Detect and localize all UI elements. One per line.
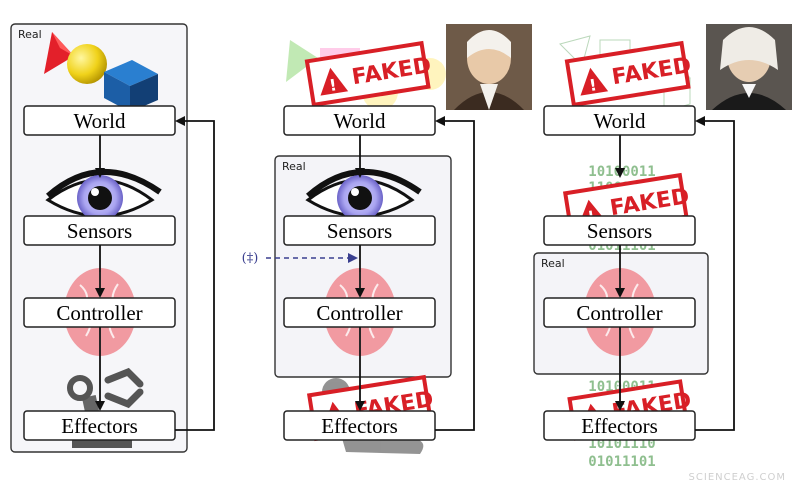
effectors-box: [543, 410, 696, 441]
effectors-label: Effectors: [321, 414, 398, 438]
real-label: Real: [541, 257, 565, 270]
arrow-feedback: [695, 116, 735, 431]
controller-label: Controller: [576, 301, 662, 325]
stage-1: Real World Sensors Controller: [10, 23, 215, 453]
world-label: World: [334, 109, 386, 133]
watermark: SCIENCEAG.COM: [689, 472, 786, 483]
faked-stamp: ! FAKED: [304, 40, 433, 108]
controller-label: Controller: [56, 301, 142, 325]
world-label: World: [74, 109, 126, 133]
svg-text:!: !: [588, 75, 598, 95]
sensors-label: Sensors: [67, 219, 132, 243]
stage-2: ! FAKED World Real Sensors Controller: [242, 24, 532, 454]
sensors-label: Sensors: [327, 219, 392, 243]
warning-icon: [320, 67, 349, 96]
effectors-label: Effectors: [61, 414, 138, 438]
eye-icon: [305, 169, 422, 221]
svg-text:!: !: [328, 75, 338, 95]
arrow-feedback: [435, 116, 475, 431]
sensors-label: Sensors: [587, 219, 652, 243]
world-label: World: [594, 109, 646, 133]
controller-label: Controller: [316, 301, 402, 325]
portrait-icon: [446, 24, 532, 110]
binary-line: 10100011: [588, 164, 655, 180]
arrow-feedback: [175, 116, 215, 431]
intervention-symbol: (‡): [242, 251, 259, 266]
effectors-box: [283, 410, 436, 441]
real-label: Real: [18, 28, 42, 41]
shapes-icon: [44, 32, 158, 112]
effectors-box: [23, 410, 176, 441]
binary-line: 01011101: [588, 454, 655, 470]
warning-icon: [580, 67, 609, 96]
real-label: Real: [282, 160, 306, 173]
effectors-label: Effectors: [581, 414, 658, 438]
portrait-icon: [706, 24, 792, 110]
faked-stamp: ! FAKED: [564, 40, 693, 108]
